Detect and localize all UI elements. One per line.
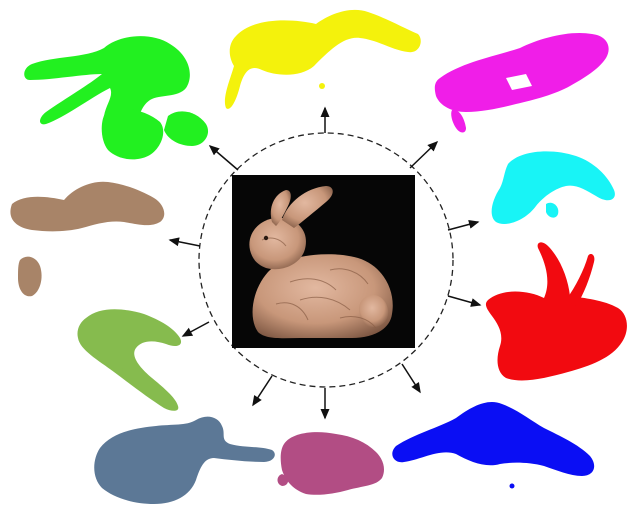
arrow-to-slate [253,376,272,405]
segment-cyan [492,151,615,224]
segment-magenta [435,33,609,133]
segment-slate [94,417,275,504]
arrow-to-blue [402,364,420,392]
segment-brown [10,182,164,297]
arrow-to-brown [170,240,200,246]
arrow-to-magenta [410,142,437,168]
center-bunny-photo [232,175,415,348]
segment-blue [392,402,594,489]
segment-pink [278,432,385,495]
arrow-to-olive [183,322,209,336]
segment-red [486,242,627,380]
arrow-to-green [210,146,238,170]
arrow-to-red [448,296,480,305]
segment-yellow [225,10,421,109]
segment-green [24,36,208,159]
arrow-to-cyan [448,222,478,230]
segment-olive [77,309,181,411]
